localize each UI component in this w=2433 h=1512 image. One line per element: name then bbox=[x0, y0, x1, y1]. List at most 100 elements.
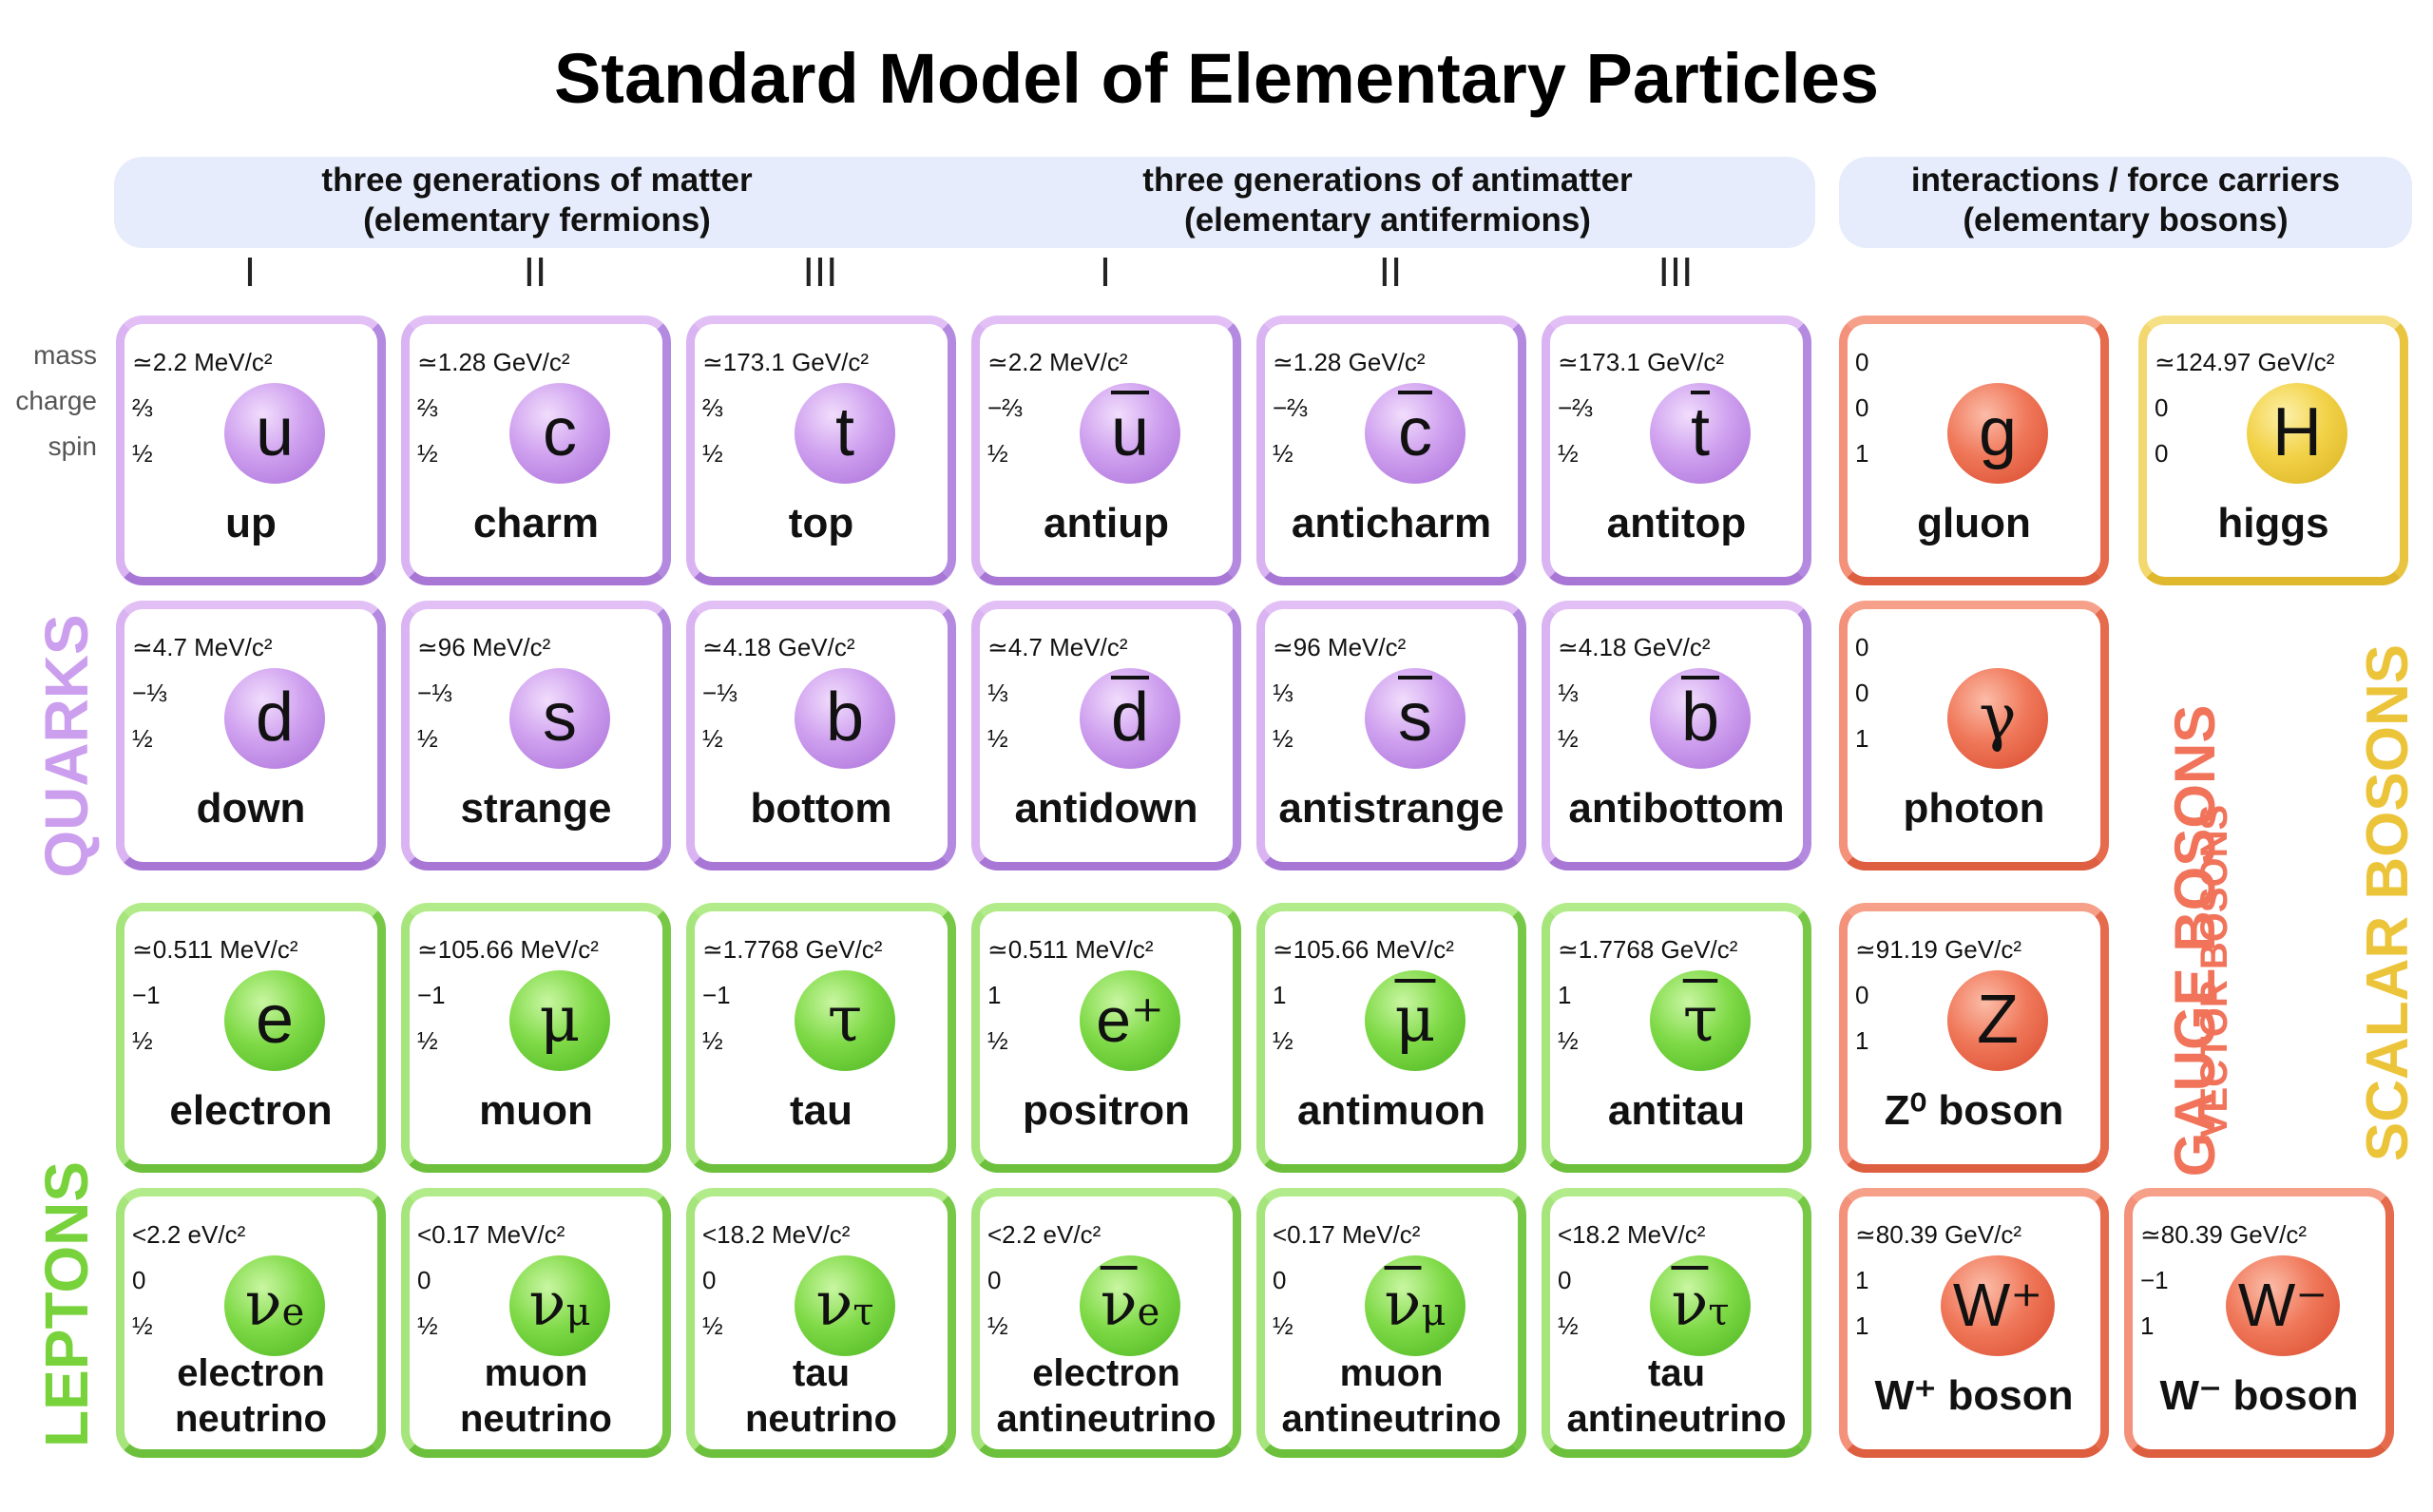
particle-name-line2: neutrino bbox=[460, 1398, 612, 1440]
symbol-glyph: ν bbox=[1100, 1270, 1138, 1340]
mass-value: <0.17 MeV/c² bbox=[417, 1220, 565, 1249]
particle-symbol: ντ bbox=[795, 1255, 895, 1356]
mass-value: ≃173.1 GeV/c² bbox=[702, 348, 869, 376]
charge-value: 0 bbox=[2155, 393, 2169, 422]
banner-fermions: three generations of matter (elementary … bbox=[114, 157, 1815, 248]
charge-value: 0 bbox=[702, 1266, 717, 1294]
charge-value: −⅓ bbox=[702, 679, 738, 707]
spin-value: ½ bbox=[1558, 1311, 1579, 1340]
symbol-glyph: u bbox=[1110, 394, 1150, 470]
particle-name: antitau bbox=[1607, 1087, 1746, 1134]
mass-value: ≃96 MeV/c² bbox=[417, 633, 551, 661]
generation-label: III bbox=[1657, 249, 1694, 296]
particle-symbol: μ bbox=[509, 970, 610, 1071]
spin-value: ½ bbox=[1273, 1311, 1293, 1340]
particle-symbol: H bbox=[2247, 383, 2347, 484]
charge-value: −1 bbox=[702, 981, 731, 1009]
particle-name: antidown bbox=[1014, 785, 1198, 832]
spin-value: ½ bbox=[987, 1026, 1008, 1055]
particle-symbol: e⁺ bbox=[1080, 970, 1180, 1071]
mass-value: ≃4.7 MeV/c² bbox=[987, 633, 1128, 661]
mass-value: ≃4.18 GeV/c² bbox=[1558, 633, 1711, 661]
particle-name-line1: electron bbox=[1032, 1352, 1180, 1394]
particle-name: top bbox=[788, 500, 854, 546]
charge-value: −1 bbox=[132, 981, 161, 1009]
charge-value: ⅓ bbox=[1558, 679, 1579, 707]
charge-value: 0 bbox=[987, 1266, 1002, 1294]
particle-name: muon bbox=[479, 1087, 593, 1134]
generation-label: I bbox=[1099, 249, 1112, 296]
symbol-subscript: μ bbox=[1421, 1291, 1446, 1334]
mass-value: <0.17 MeV/c² bbox=[1273, 1220, 1421, 1249]
particle-name-line1: electron bbox=[177, 1352, 325, 1394]
mass-value: ≃124.97 GeV/c² bbox=[2155, 348, 2335, 376]
spin-value: 0 bbox=[2155, 439, 2169, 468]
particle-name-line1: muon bbox=[1339, 1352, 1444, 1394]
symbol-subscript: τ bbox=[1708, 1291, 1730, 1334]
particle-symbol: τ bbox=[1650, 970, 1751, 1071]
charge-value: −⅓ bbox=[132, 679, 167, 707]
charge-value: 0 bbox=[1855, 679, 1869, 707]
particle-name-line2: antineutrino bbox=[996, 1398, 1216, 1440]
particle-symbol: d bbox=[224, 668, 325, 769]
spin-value: 1 bbox=[1855, 1026, 1869, 1055]
particle-symbol: e bbox=[224, 970, 325, 1071]
particle-name: antistrange bbox=[1278, 785, 1504, 832]
particle-name: W⁺ boson bbox=[1874, 1372, 2074, 1419]
group-label-vector-bosons: VECTOR BOSONS bbox=[2194, 804, 2235, 1139]
spin-value: 1 bbox=[1855, 1311, 1869, 1340]
symbol-glyph: s bbox=[1398, 679, 1432, 756]
spin-value: ½ bbox=[702, 439, 723, 468]
spin-value: 1 bbox=[2140, 1311, 2155, 1340]
particle-symbol: g bbox=[1947, 383, 2048, 484]
mass-value: ≃0.511 MeV/c² bbox=[987, 935, 1154, 964]
spin-value: ½ bbox=[132, 439, 153, 468]
spin-value: ½ bbox=[1273, 439, 1293, 468]
mass-value: ≃105.66 MeV/c² bbox=[417, 935, 599, 964]
symbol-glyph: ν bbox=[815, 1270, 853, 1340]
particle-name: photon bbox=[1903, 785, 2045, 832]
spin-value: ½ bbox=[417, 1311, 438, 1340]
banner-antimatter-line2: (elementary antifermions) bbox=[1184, 201, 1591, 239]
particle-name-line2: neutrino bbox=[745, 1398, 897, 1440]
particle-name-line1: muon bbox=[484, 1352, 588, 1394]
spin-value: ½ bbox=[987, 724, 1008, 753]
charge-value: 1 bbox=[1273, 981, 1287, 1009]
mass-value: ≃1.28 GeV/c² bbox=[417, 348, 570, 376]
symbol-glyph: τ bbox=[1682, 983, 1718, 1056]
particle-name: anticharm bbox=[1291, 500, 1492, 546]
particle-symbol: t bbox=[795, 383, 895, 484]
symbol-glyph: ν bbox=[1671, 1270, 1709, 1340]
particle-name: tau bbox=[790, 1087, 853, 1134]
symbol-glyph: d bbox=[1110, 679, 1150, 756]
mass-value: ≃1.7768 GeV/c² bbox=[1558, 935, 1738, 964]
particle-symbol: s bbox=[1365, 668, 1466, 769]
particle-symbol: W⁻ bbox=[2226, 1255, 2340, 1356]
particle-symbol: μ bbox=[1365, 970, 1466, 1071]
spin-value: ½ bbox=[132, 1311, 153, 1340]
banner-bosons-line2: (elementary bosons) bbox=[1963, 201, 2289, 239]
charge-value: 0 bbox=[1558, 1266, 1572, 1294]
generation-label: I bbox=[243, 249, 257, 296]
particle-name: charm bbox=[472, 500, 600, 546]
symbol-glyph: ν bbox=[1384, 1270, 1422, 1340]
group-label-leptons: LEPTONS bbox=[32, 1160, 101, 1447]
mass-value: ≃4.7 MeV/c² bbox=[132, 633, 273, 661]
diagram-title: Standard Model of Elementary Particles bbox=[553, 39, 1880, 118]
banner-bosons: interactions / force carriers (elementar… bbox=[1839, 157, 2412, 248]
particle-symbol: νe bbox=[1080, 1255, 1180, 1356]
